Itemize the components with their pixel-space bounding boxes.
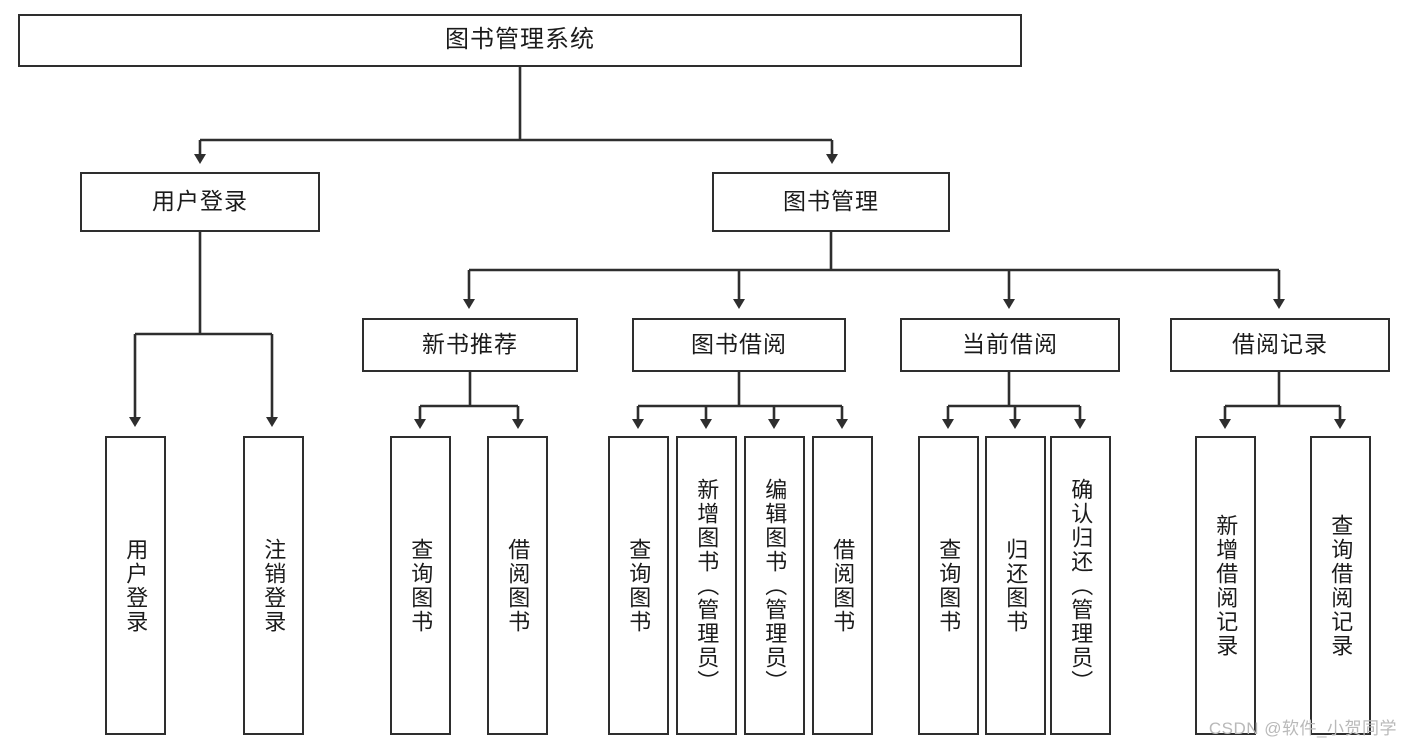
leaf-label: 新增图书（管理员） <box>694 477 720 694</box>
leaf-label: 查询图书 <box>408 537 434 634</box>
leaf-label: 查询借阅记录 <box>1328 513 1354 658</box>
node-leaf-user-logout[interactable]: 注销登录 <box>243 436 304 735</box>
node-leaf-user-login[interactable]: 用户登录 <box>105 436 166 735</box>
leaf-label: 编辑图书（管理员） <box>762 477 788 694</box>
node-borrow-record[interactable]: 借阅记录 <box>1170 318 1390 372</box>
leaf-label: 新增借阅记录 <box>1213 513 1239 658</box>
node-leaf-query-book-1[interactable]: 查询图书 <box>390 436 451 735</box>
node-leaf-edit-book[interactable]: 编辑图书（管理员） <box>744 436 805 735</box>
node-root[interactable]: 图书管理系统 <box>18 14 1022 67</box>
node-leaf-borrow-book-2[interactable]: 借阅图书 <box>812 436 873 735</box>
leaf-label: 借阅图书 <box>830 537 856 634</box>
node-current-borrow[interactable]: 当前借阅 <box>900 318 1120 372</box>
node-leaf-confirm-return[interactable]: 确认归还（管理员） <box>1050 436 1111 735</box>
leaf-label: 用户登录 <box>123 537 149 634</box>
leaf-label: 借阅图书 <box>505 537 531 634</box>
node-book-borrow[interactable]: 图书借阅 <box>632 318 846 372</box>
watermark: CSDN @软件_小贺同学 <box>1208 719 1397 738</box>
leaf-label: 查询图书 <box>936 537 962 634</box>
node-book-manage[interactable]: 图书管理 <box>712 172 950 232</box>
node-leaf-query-book-2[interactable]: 查询图书 <box>608 436 669 735</box>
node-leaf-borrow-book-1[interactable]: 借阅图书 <box>487 436 548 735</box>
leaf-label: 查询图书 <box>626 537 652 634</box>
node-user-login[interactable]: 用户登录 <box>80 172 320 232</box>
leaf-label: 确认归还（管理员） <box>1068 477 1094 694</box>
node-leaf-query-record[interactable]: 查询借阅记录 <box>1310 436 1371 735</box>
node-new-book-recommend[interactable]: 新书推荐 <box>362 318 578 372</box>
leaf-label: 注销登录 <box>261 537 287 634</box>
node-leaf-add-record[interactable]: 新增借阅记录 <box>1195 436 1256 735</box>
node-leaf-add-book[interactable]: 新增图书（管理员） <box>676 436 737 735</box>
node-leaf-return-book[interactable]: 归还图书 <box>985 436 1046 735</box>
node-leaf-query-book-3[interactable]: 查询图书 <box>918 436 979 735</box>
leaf-label: 归还图书 <box>1003 537 1029 634</box>
